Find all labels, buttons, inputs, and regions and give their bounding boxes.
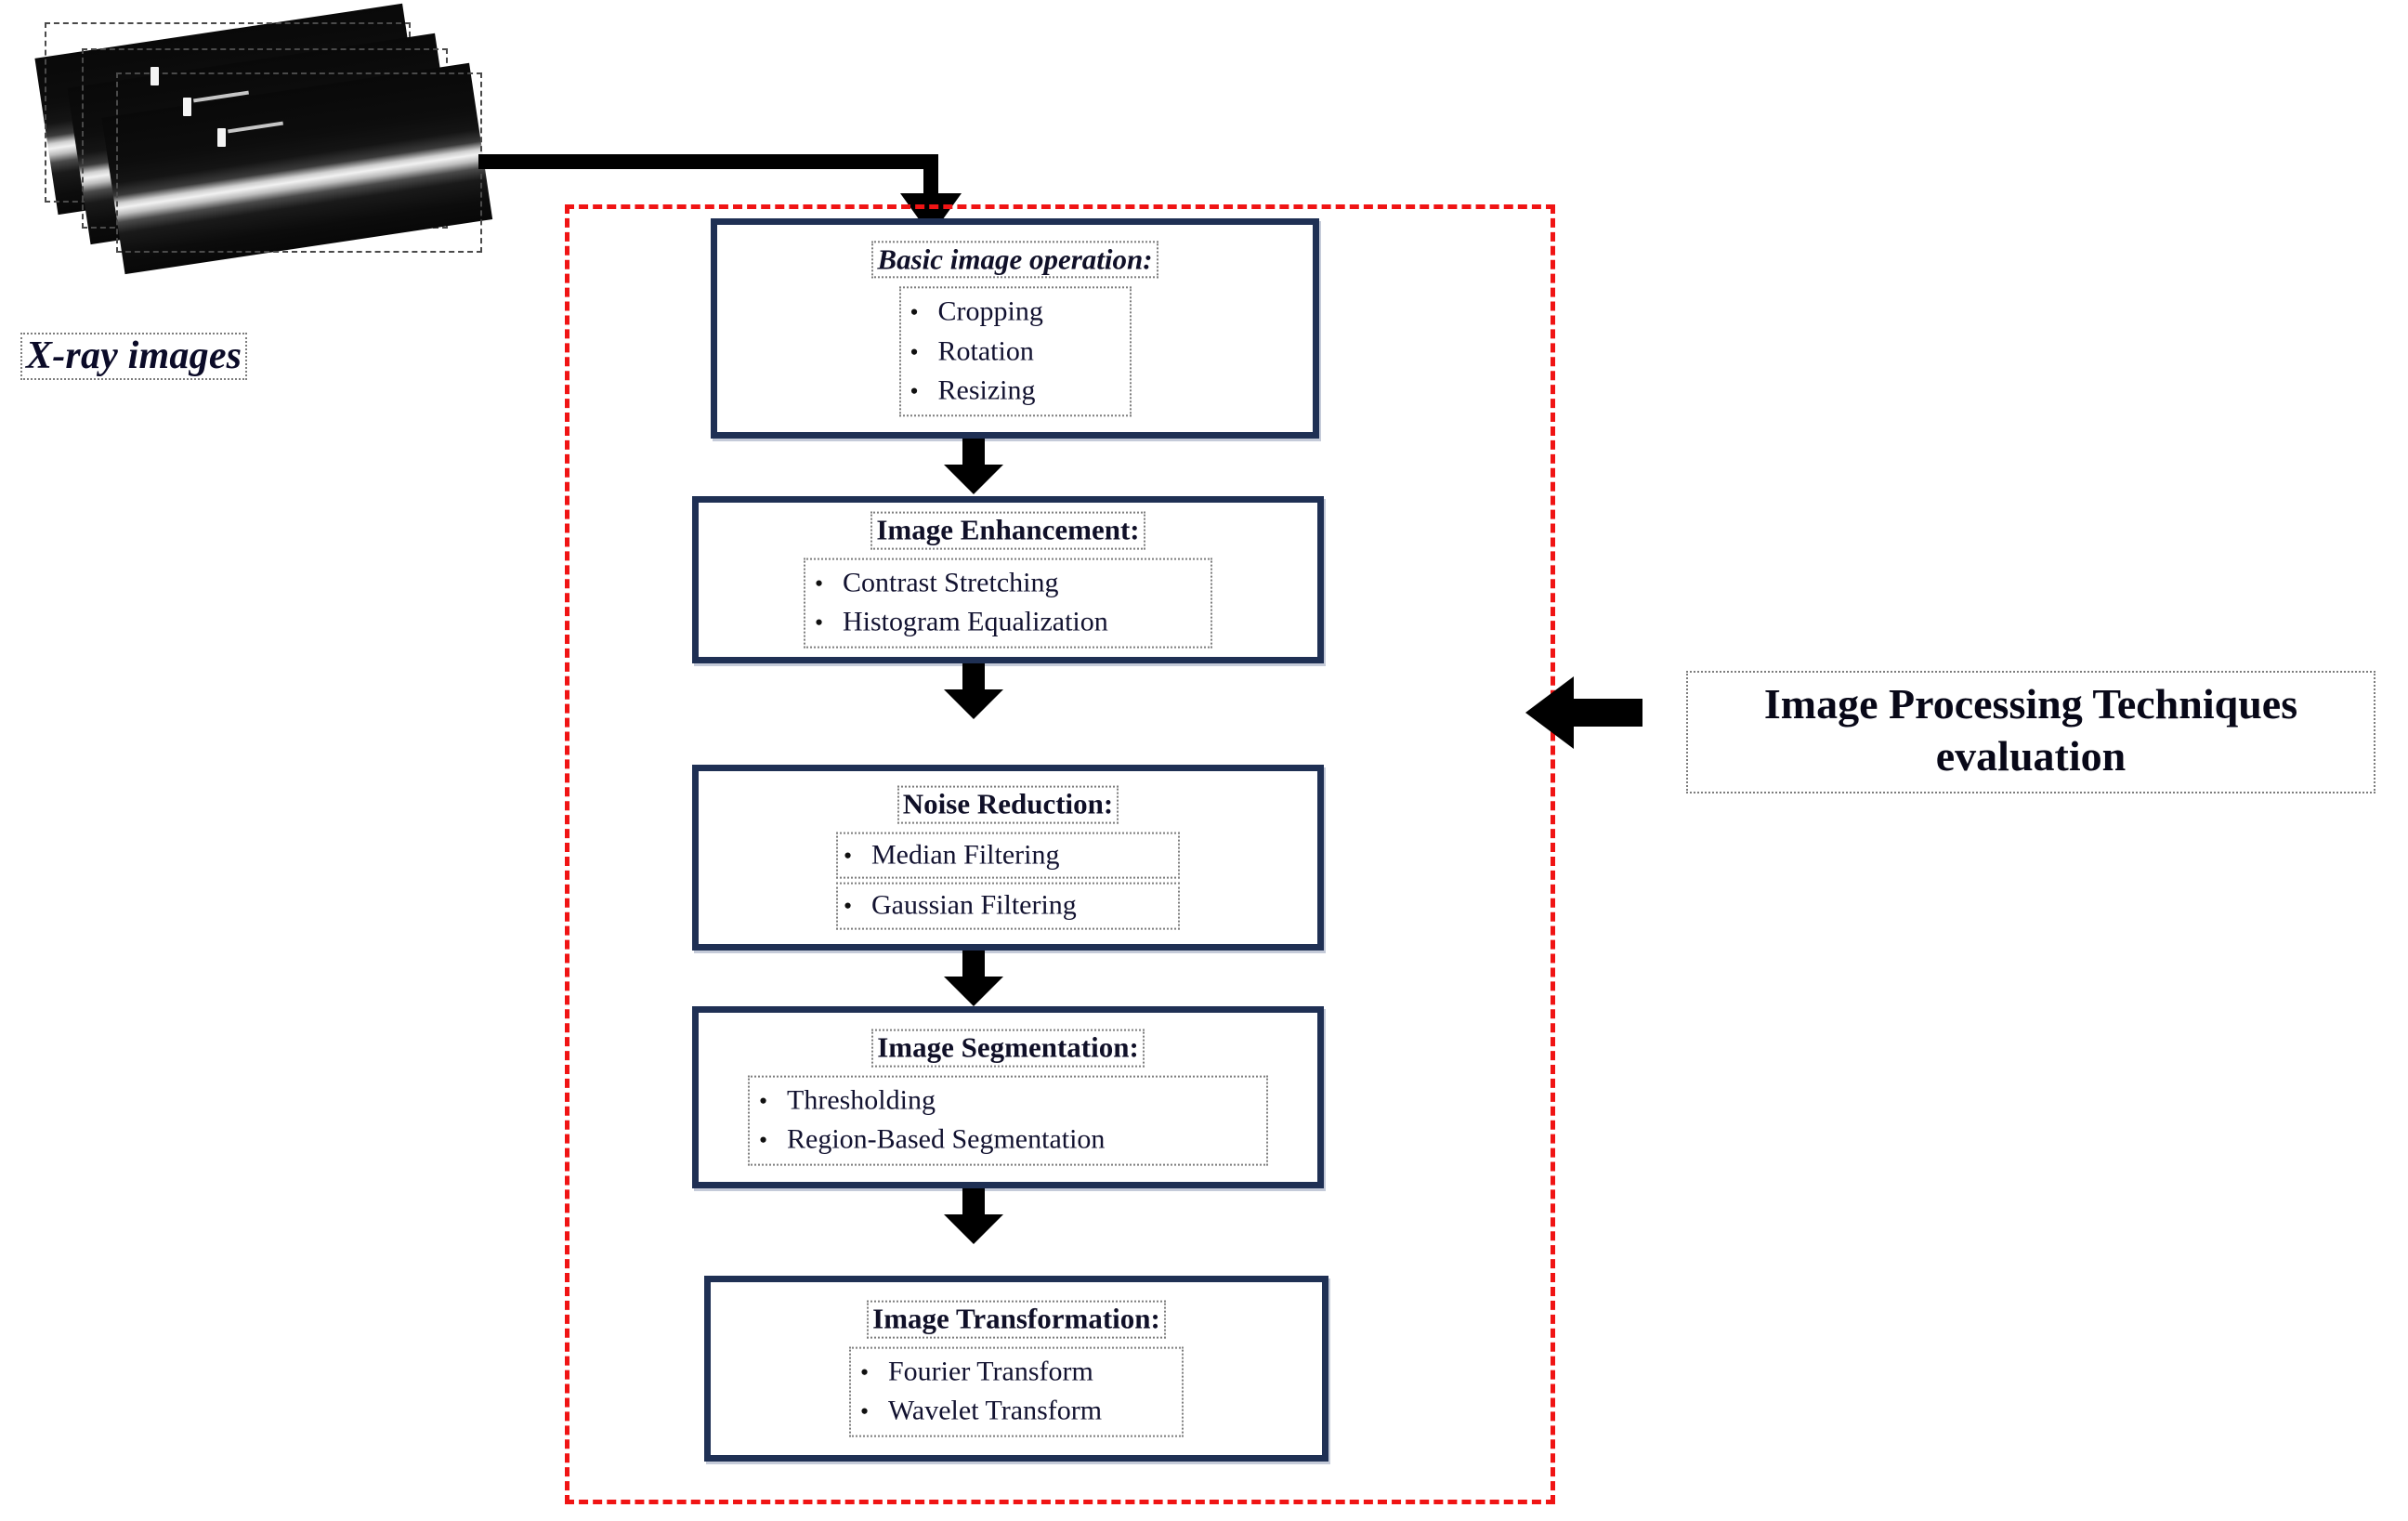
list-item: • Cropping [910,292,1120,332]
stage-title: Image Transformation: [727,1300,1305,1339]
flow-arrow-2 [942,663,1005,721]
list-item-label: Resizing [937,374,1036,406]
stage-box-noise-reduction[interactable]: Noise Reduction: • Median Filtering • Ga… [692,765,1324,951]
evaluation-left-arrow-icon [1525,675,1644,751]
evaluation-label-line1: Image Processing Techniques [1763,680,2298,728]
list-item: • Gaussian Filtering [836,882,1180,930]
list-item: • Resizing [910,372,1120,412]
list-item-label: Rotation [937,334,1034,366]
flow-arrow-4 [942,1188,1005,1246]
stage-item-list: • Contrast Stretching • Histogram Equali… [804,557,1212,649]
stage-box-image-transformation[interactable]: Image Transformation: • Fourier Transfor… [704,1276,1328,1462]
bullet-icon: • [910,377,919,405]
xray-marker-3 [217,128,226,147]
bullet-icon: • [815,609,824,636]
list-item-label: Gaussian Filtering [871,889,1077,921]
xray-marker-1 [150,67,159,85]
input-elbow-arrow [478,139,971,242]
list-item-label: Thresholding [787,1084,936,1116]
bullet-icon: • [860,1397,870,1425]
list-item: • Histogram Equalization [815,603,1201,643]
flow-arrow-3 [942,951,1005,1008]
evaluation-label-line2: evaluation [1935,732,2127,780]
list-item-label: Contrast Stretching [843,567,1059,598]
list-item-label: Median Filtering [871,839,1060,871]
stage-title: Basic image operation: [734,240,1296,279]
xray-caption: X-ray images [20,333,248,381]
list-item: • Thresholding [759,1081,1257,1121]
list-item-label: Fourier Transform [888,1356,1093,1387]
list-item: • Rotation [910,332,1120,372]
xray-marker-2 [183,98,191,116]
bullet-icon: • [860,1358,870,1386]
xray-caption-text: X-ray images [20,333,248,381]
xray-image-stack [34,3,520,316]
list-item: • Wavelet Transform [860,1392,1172,1432]
stage-title: Noise Reduction: [715,785,1301,824]
stage-title: Image Segmentation: [715,1029,1301,1068]
list-item: • Contrast Stretching [815,563,1201,603]
list-item-label: Cropping [937,295,1043,327]
list-item-label: Wavelet Transform [888,1395,1103,1426]
stage-item-list: • Cropping • Rotation • Resizing [898,286,1132,417]
bullet-icon: • [759,1087,768,1115]
list-item-label: Region-Based Segmentation [787,1123,1106,1155]
list-item-label: Histogram Equalization [843,606,1108,637]
list-item: • Median Filtering [836,832,1180,879]
bullet-icon: • [844,842,853,870]
flow-arrow-1 [942,439,1005,496]
bullet-icon: • [759,1126,768,1154]
image-processing-evaluation-region [565,204,1555,1504]
stage-title: Image Enhancement: [715,511,1301,550]
stage-box-image-enhancement[interactable]: Image Enhancement: • Contrast Stretching… [692,496,1324,663]
bullet-icon: • [844,892,853,920]
stage-item-list: • Median Filtering • Gaussian Filtering [836,832,1180,930]
stage-box-basic-image-operation[interactable]: Basic image operation: • Cropping • Rota… [711,218,1319,439]
stage-item-list: • Thresholding • Region-Based Segmentati… [748,1075,1268,1166]
list-item: • Fourier Transform [860,1352,1172,1392]
bullet-icon: • [910,298,919,326]
stage-box-image-segmentation[interactable]: Image Segmentation: • Thresholding • Reg… [692,1006,1324,1188]
list-item: • Region-Based Segmentation [759,1121,1257,1160]
bullet-icon: • [815,570,824,597]
evaluation-label: Image Processing Techniques evaluation [1686,671,2375,794]
stage-item-list: • Fourier Transform • Wavelet Transform [849,1346,1184,1437]
bullet-icon: • [910,337,919,365]
